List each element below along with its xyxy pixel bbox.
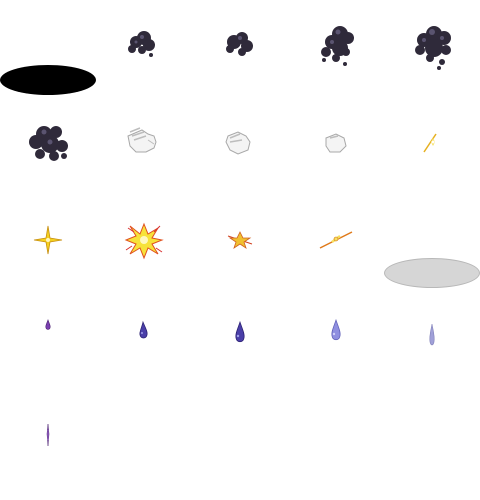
droplet-streak-icon [46, 423, 50, 447]
droplet-tiny [0, 288, 96, 384]
droplet-icon [45, 319, 51, 330]
sparkle-star [0, 192, 96, 288]
impact-burst-icon [124, 222, 164, 260]
smoke-puff-frame-1 [96, 0, 192, 96]
droplet-icon [235, 320, 245, 343]
smoke-puff-frame-3 [288, 0, 384, 96]
white-glove-fist-icon [325, 133, 347, 153]
smoke-puff-icon [415, 26, 451, 70]
black-shadow-ellipse [0, 65, 96, 95]
smoke-puff-frame-5 [0, 96, 96, 192]
smoke-puff-frame-4 [384, 0, 480, 96]
grey-shadow-ellipse [384, 258, 480, 288]
droplet-icon [139, 320, 148, 339]
smoke-puff-icon [321, 26, 354, 66]
sparkle-icon [423, 133, 437, 153]
droplet-icon [429, 323, 435, 346]
droplet-streak [0, 384, 96, 480]
white-glove-half-icon [225, 131, 251, 155]
droplet-icon [331, 318, 341, 341]
smoke-puff-icon [29, 126, 68, 161]
sparkle-star-icon [33, 225, 63, 255]
slash-streak [288, 192, 384, 288]
impact-small-burst [192, 192, 288, 288]
sparkle-diagonal [384, 96, 480, 192]
droplet-fading [288, 288, 384, 384]
slash-streak-icon [319, 231, 353, 249]
glove-open-hand [96, 96, 192, 192]
droplet-small [96, 288, 192, 384]
glove-fist [288, 96, 384, 192]
white-glove-open-icon [127, 127, 157, 153]
impact-burst [96, 192, 192, 288]
impact-small-icon [227, 231, 253, 249]
droplet-medium [192, 288, 288, 384]
glove-half-closed [192, 96, 288, 192]
smoke-puff-icon [128, 31, 155, 57]
smoke-puff-icon [226, 32, 253, 56]
droplet-thin [384, 288, 480, 384]
smoke-puff-frame-2 [192, 0, 288, 96]
